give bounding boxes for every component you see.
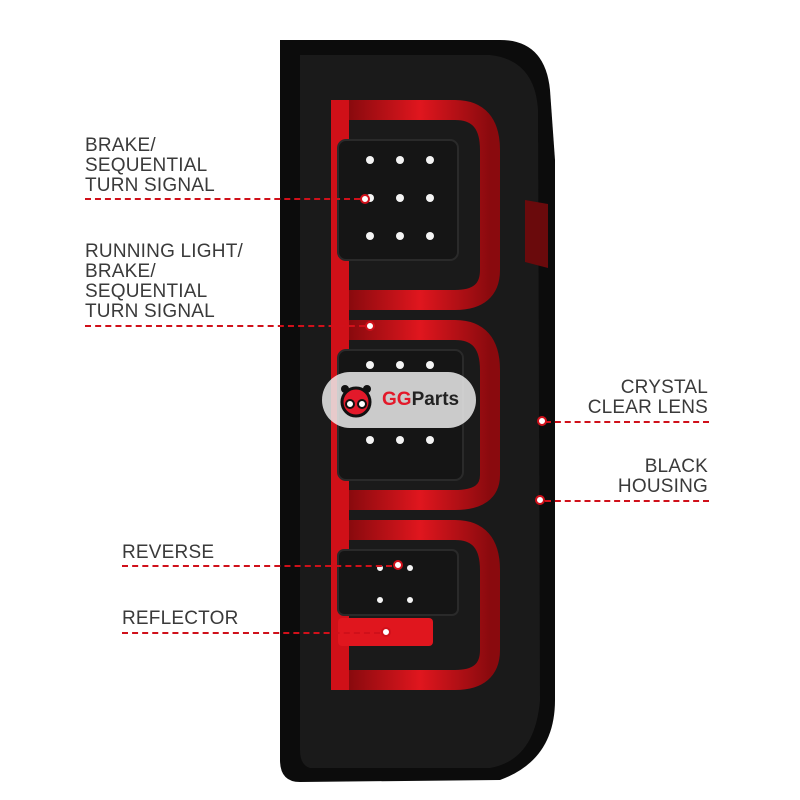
leader-line: [85, 325, 365, 327]
leader-line: [122, 565, 392, 567]
watermark-logo: GGParts: [322, 372, 476, 428]
label-brake-sequential: BRAKE/ SEQUENTIAL TURN SIGNAL: [85, 135, 215, 196]
leader-line: [122, 632, 380, 634]
callout-dot: [537, 416, 547, 426]
callout-dot: [360, 194, 370, 204]
label-reflector: REFLECTOR: [122, 608, 239, 629]
callout-dot: [381, 627, 391, 637]
logo-brand-b: Parts: [411, 389, 460, 410]
leader-line: [545, 500, 709, 502]
side-reflector: [525, 200, 548, 268]
callout-dot: [393, 560, 403, 570]
label-reverse: REVERSE: [122, 542, 215, 563]
callout-dot: [365, 321, 375, 331]
label-crystal-clear-lens: CRYSTAL CLEAR LENS: [587, 377, 708, 418]
label-black-housing: BLACK HOUSING: [617, 456, 708, 497]
leader-line: [545, 421, 709, 423]
mascot-icon: [340, 385, 372, 418]
callout-dot: [535, 495, 545, 505]
logo-text: GGParts: [382, 389, 459, 411]
leader-line: [85, 198, 360, 200]
logo-brand-a: GG: [382, 389, 412, 410]
label-running-light: RUNNING LIGHT/ BRAKE/ SEQUENTIAL TURN SI…: [85, 241, 243, 322]
